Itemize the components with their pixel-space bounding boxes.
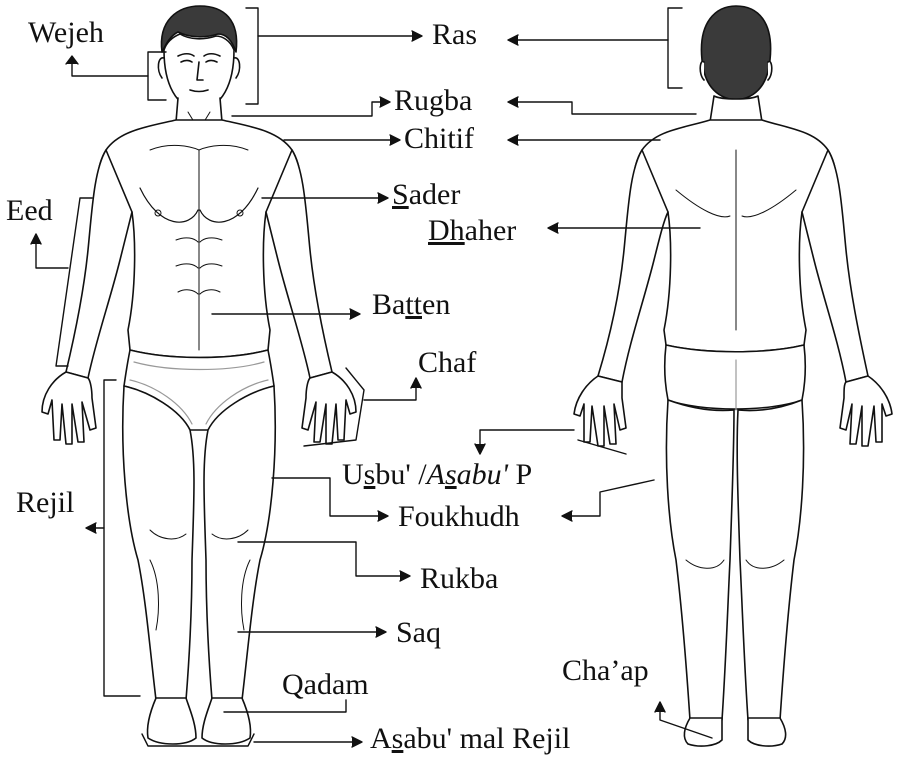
ras-bracket-front [246,8,258,104]
label-asabu-a: A [370,722,392,755]
front-hand-left [42,372,96,444]
label-asabu-c: abu' mal Rejil [403,722,570,755]
label-usbu-f: abu' [457,458,508,491]
label-usbu: Usbu' /Asabu' P [342,460,532,490]
back-figure [574,6,892,746]
label-usbu-underlined: s [364,458,376,491]
ras-bracket-back [668,8,682,88]
front-hand-right [302,372,356,444]
label-chitif: Chitif [404,124,474,154]
label-rejil: Rejil [16,488,74,518]
label-wejeh: Wejeh [28,18,104,48]
label-dhaher-rest: aher [465,214,517,247]
label-sader: Sader [392,180,460,210]
back-head [701,6,770,100]
label-batten-c: en [422,288,450,321]
back-torso [634,120,837,352]
label-dhaher-underlined: Dh [428,214,465,247]
wejeh-bracket [148,52,166,100]
label-ras: Ras [432,20,477,50]
label-foukhudh: Foukhudh [398,502,520,532]
back-foot-left [684,718,722,746]
label-rugba: Rugba [394,86,472,116]
label-sader-underlined: S [392,178,409,211]
back-foot-right [748,718,786,746]
label-batten-underlined: tt [405,288,422,321]
label-usbu-c: bu' / [375,458,426,491]
label-rukba: Rukba [420,564,498,594]
back-briefs [665,345,806,409]
label-usbu-a: U [342,458,364,491]
label-batten: Batten [372,290,450,320]
label-batten-a: Ba [372,288,405,321]
label-asabu-underlined: s [392,722,404,755]
label-asabu-mal-rejil: Asabu' mal Rejil [370,724,570,754]
label-usbu-d: A [427,458,445,491]
front-ear-right [234,58,240,78]
label-qadam: Qadam [282,670,369,700]
label-chaf: Chaf [418,348,476,378]
back-neck [710,96,762,122]
back-hand-right [840,376,892,446]
back-leg-right [737,400,803,720]
front-foot-right [202,698,251,744]
label-usbu-g: P [508,458,532,491]
front-leg-left [123,386,194,700]
front-foot-left [147,698,196,744]
label-sader-rest: ader [409,178,461,211]
label-chaap: Cha’ap [562,656,649,686]
label-eed: Eed [6,196,53,226]
back-hand-left [574,376,626,446]
label-saq: Saq [396,618,441,648]
front-neck [176,98,222,122]
front-leg-right [204,386,275,700]
label-usbu-underlined-2: s [445,458,457,491]
front-ear-left [158,58,164,78]
label-dhaher: Dhaher [428,216,516,246]
